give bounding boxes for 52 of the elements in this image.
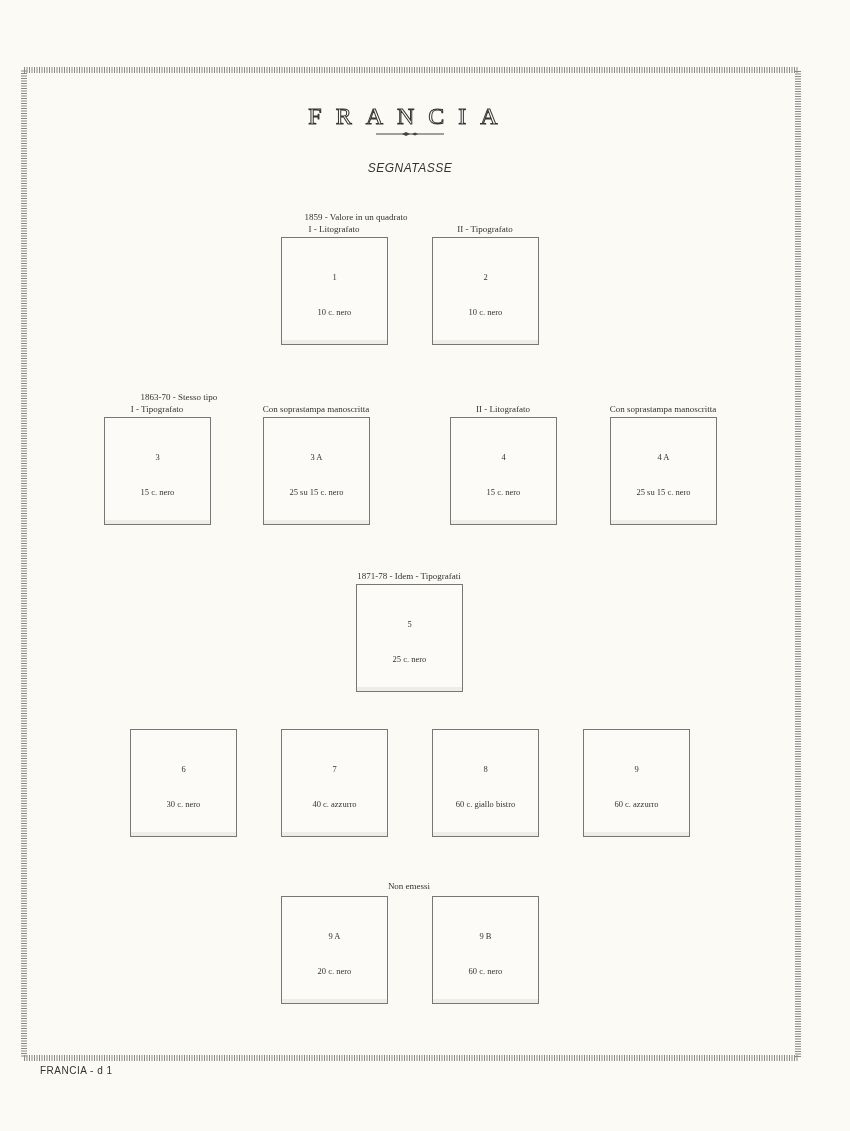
stamp-space [610, 417, 717, 525]
stamp-number: 2 [482, 272, 489, 282]
stamp-value: 10 c. nero [316, 307, 353, 317]
stamp-space [104, 417, 211, 525]
section-heading: II - Tipografato [457, 224, 513, 234]
stamp-space [432, 237, 539, 345]
stamp-value: 60 c. nero [467, 966, 504, 976]
stamp-number: 8 [482, 764, 489, 774]
stamp-value: 10 c. nero [467, 307, 504, 317]
section-heading: I - Litografato [308, 224, 360, 234]
section-heading: Con soprastampa manoscritta [262, 404, 370, 414]
stamp-number: 4 [500, 452, 507, 462]
stamp-number: 3 [154, 452, 161, 462]
stamp-space [130, 729, 237, 837]
stamp-value: 25 su 15 c. nero [635, 487, 692, 497]
stamp-number: 9 A [327, 931, 342, 941]
stamp-value: 25 c. nero [391, 654, 428, 664]
section-subtitle: SEGNATASSE [366, 161, 454, 175]
section-heading: I - Tipografato [130, 404, 184, 414]
section-heading: 1863-70 - Stesso tipo [140, 392, 218, 402]
stamp-space [281, 237, 388, 345]
stamp-number: 5 [406, 619, 413, 629]
page-footer: FRANCIA - d 1 [40, 1065, 113, 1076]
stamp-value: 25 su 15 c. nero [288, 487, 345, 497]
stamp-space [281, 896, 388, 1004]
stamp-value: 15 c. nero [485, 487, 522, 497]
section-heading: 1859 - Valore in un quadrato [304, 212, 408, 222]
stamp-value: 15 c. nero [139, 487, 176, 497]
section-heading: II - Litografato [476, 404, 530, 414]
stamp-space [263, 417, 370, 525]
section-heading: 1871-78 - Idem - Tipografati [357, 571, 461, 581]
stamp-number: 1 [331, 272, 338, 282]
stamp-number: 6 [180, 764, 187, 774]
section-heading: Non emessi [386, 881, 432, 891]
stamp-value: 30 c. nero [165, 799, 202, 809]
stamp-space [583, 729, 690, 837]
section-heading: Con soprastampa manoscritta [609, 404, 717, 414]
stamp-space [356, 584, 463, 692]
stamp-space [432, 896, 539, 1004]
stamp-number: 9 [633, 764, 640, 774]
page-title: FRANCIA [307, 103, 513, 130]
stamp-number: 7 [331, 764, 338, 774]
stamp-number: 4 A [656, 452, 671, 462]
stamp-value: 60 c. azzurro [613, 799, 660, 809]
stamp-value: 60 c. giallo bistro [454, 799, 517, 809]
stamp-space [281, 729, 388, 837]
stamp-number: 9 B [478, 931, 493, 941]
stamp-space [450, 417, 557, 525]
stamp-space [432, 729, 539, 837]
stamp-value: 40 c. azzurro [311, 799, 358, 809]
stamp-number: 3 A [309, 452, 324, 462]
stamp-value: 20 c. nero [316, 966, 353, 976]
